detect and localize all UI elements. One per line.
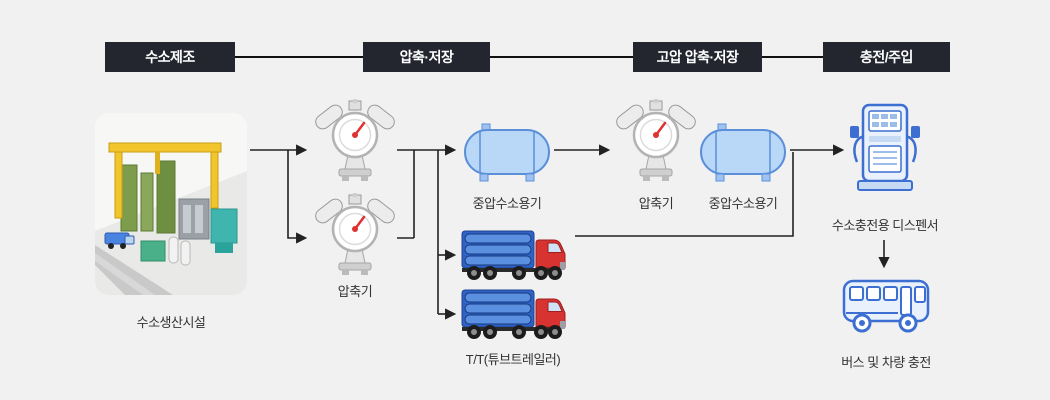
compressor-gauge-icon: [315, 98, 395, 181]
dispenser-node: [849, 102, 921, 194]
flow-line-compressor2-join: [397, 150, 415, 239]
compressor1-label: 압축기: [337, 284, 373, 299]
factory-icon: [95, 113, 247, 295]
compressor1-node: [313, 98, 397, 187]
production-facility-illustration: [95, 113, 247, 295]
compressor-gauge-icon: [315, 192, 395, 275]
mid-tank2-node: [698, 122, 788, 184]
hydrogen-dispenser-icon: [850, 103, 920, 191]
mid-tank2-label: 중압수소용기: [708, 196, 778, 211]
compressor3-node: [614, 98, 698, 187]
flow-line-trailer-to-highpressure: [575, 152, 794, 237]
horizontal-hydrogen-tank-icon: [464, 123, 550, 182]
tube-trailer1-node: [461, 226, 566, 284]
compressor2-label: 압축기: [638, 196, 674, 211]
tube-trailer-truck-icon: [461, 230, 566, 280]
compressor2-node: [313, 192, 397, 281]
header-hydrogen-production: 수소제조: [105, 42, 235, 72]
flow-arrow-facility-to-compressor2: [287, 150, 308, 244]
bus-icon: [842, 279, 930, 333]
tube-trailer-label: T/T(튜브트레일러): [465, 352, 561, 367]
header-compression-storage: 압축·저장: [363, 42, 490, 72]
tube-trailer-truck-icon: [461, 289, 566, 339]
mid-tank1-node: [462, 122, 552, 184]
dispenser-label: 수소충전용 디스펜서: [831, 218, 939, 233]
bus-node: [842, 277, 930, 335]
compressor-gauge-icon: [616, 98, 696, 181]
mid-tank1-label: 중압수소용기: [472, 196, 542, 211]
header-charging-injection: 충전/주입: [823, 42, 950, 72]
tube-trailer2-node: [461, 285, 566, 343]
facility-label: 수소생산시설: [136, 315, 206, 330]
bus-label: 버스 및 차량 충전: [841, 355, 931, 370]
header-high-pressure-compression-storage: 고압 압축·저장: [633, 42, 762, 72]
horizontal-hydrogen-tank-icon: [700, 123, 786, 182]
